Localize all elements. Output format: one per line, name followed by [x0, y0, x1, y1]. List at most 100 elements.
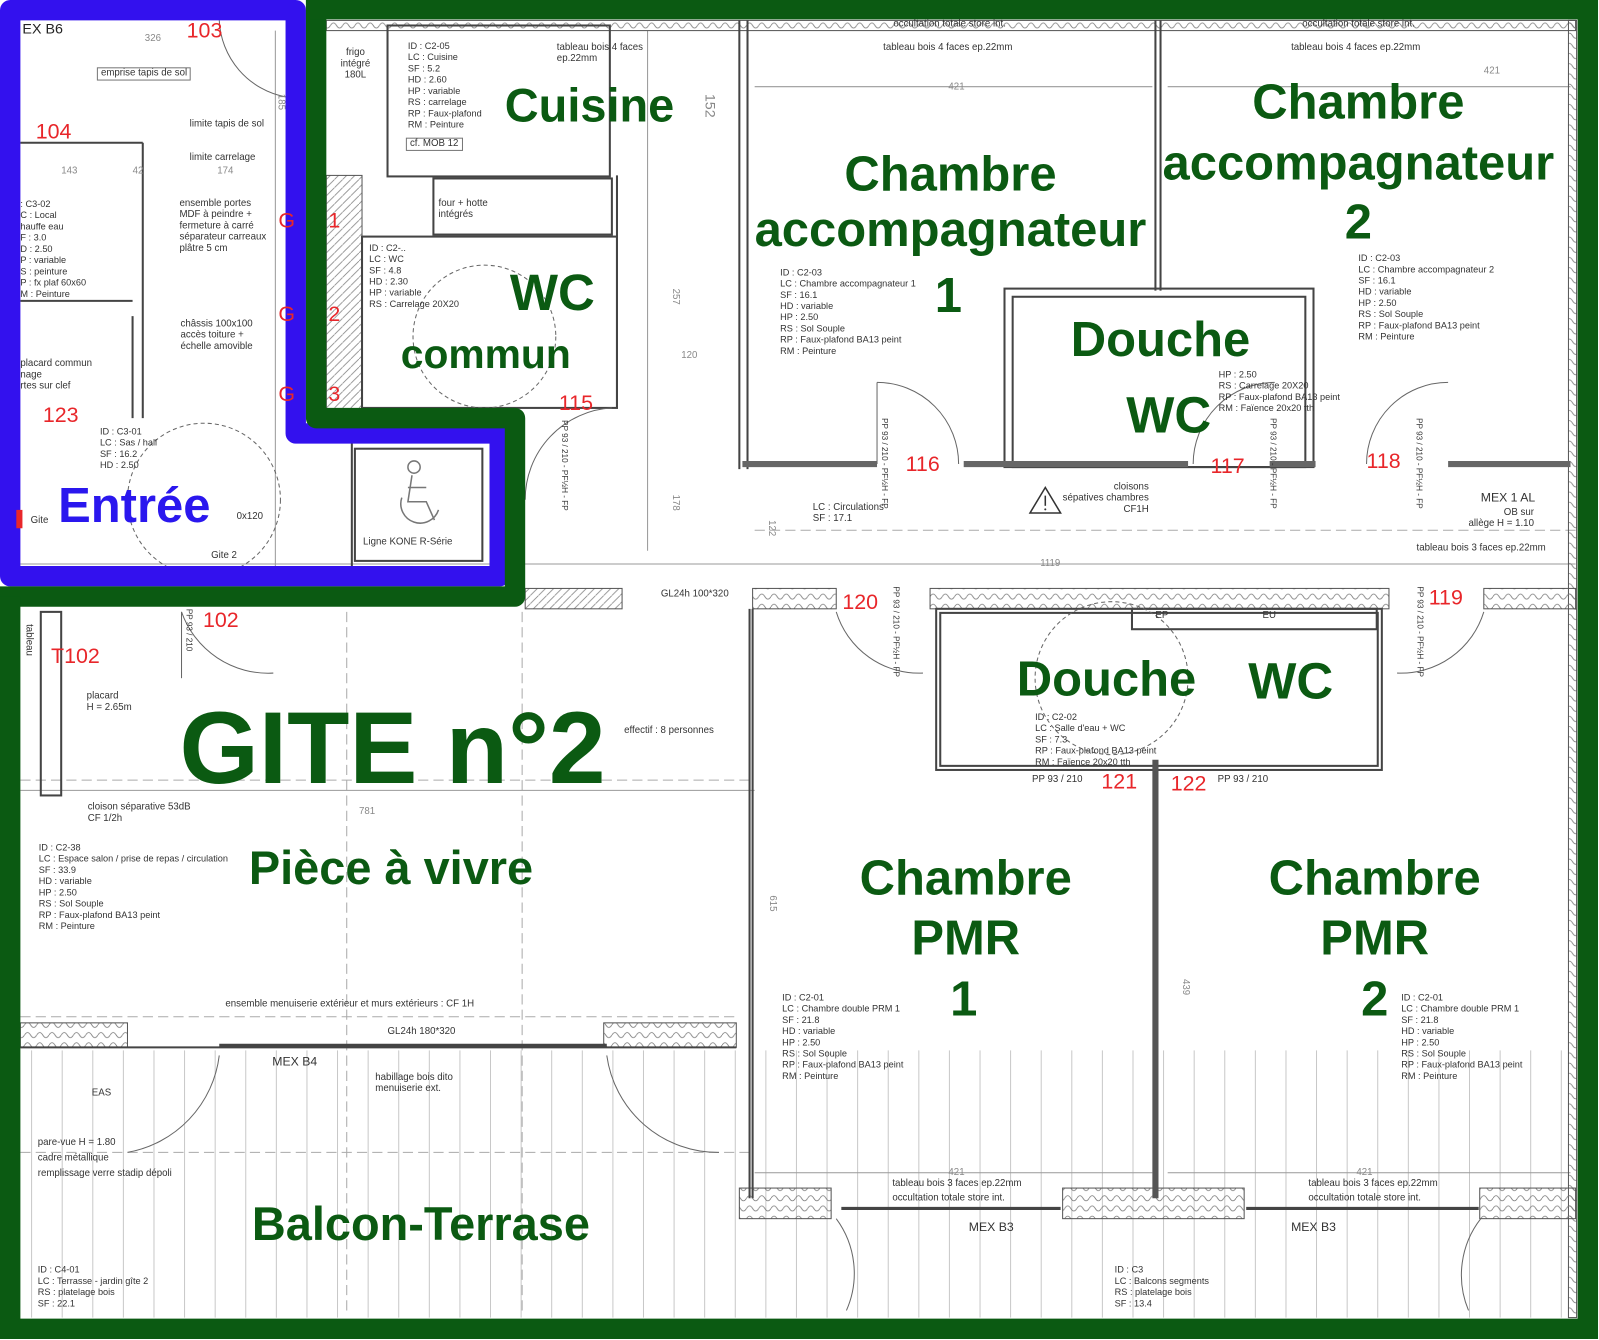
text-line: RS : Carrelage 20X20 — [369, 298, 459, 309]
door-number: 122 — [1170, 771, 1207, 796]
text-line: LC : Chambre accompagnateur 1 — [780, 278, 916, 289]
text-line: M : Peinture — [20, 288, 70, 299]
note-menuiserie: ensemble menuiserie extérieur et murs ex… — [225, 998, 475, 1010]
text-line: frigo — [345, 46, 365, 59]
dimension: 421 — [1356, 1166, 1373, 1178]
deck-boards — [22, 1050, 1576, 1318]
text-line: RM : Peinture — [780, 345, 837, 356]
text-line: SF : 4.8 — [369, 265, 402, 276]
text-line: RM : Peinture — [407, 119, 465, 130]
text-line: RS : platelage bois — [1114, 1286, 1192, 1298]
text-line: ID : C2-05 — [407, 40, 450, 51]
text-line: C : Local — [20, 210, 57, 221]
door-number: T102 — [50, 644, 100, 668]
text-line: HP : 2.50 — [1358, 297, 1397, 308]
text-line: sépatives chambres — [1062, 492, 1149, 504]
room-label-piece-a-vivre: Pièce à vivre — [248, 841, 534, 895]
entry-marker — [16, 509, 23, 529]
text-line: SF : 16.1 — [780, 289, 818, 300]
door-number: 102 — [202, 608, 239, 633]
text-line: HP : variable — [407, 85, 461, 96]
dimension: 421 — [948, 81, 965, 93]
door-tag: PP 93 / 210 - PF½H - FP — [891, 586, 901, 677]
dimension: 615 — [766, 895, 779, 912]
dimension-lines — [20, 30, 1576, 1174]
warning-icon — [1028, 485, 1062, 514]
text-line: ensemble portes — [179, 197, 252, 210]
text-line: RM : Faïence 20x20 tth — [1035, 756, 1131, 767]
text-line: SF : 16.2 — [99, 448, 138, 459]
room-label-chambre-acc-1: accompagnateur — [754, 202, 1147, 257]
text-line: F : 3.0 — [20, 232, 47, 243]
text-line: allège H = 1.10 — [1468, 517, 1534, 530]
text-line: RP : Faux-plafond BA13 peint — [1358, 320, 1480, 331]
door-number: 120 — [842, 590, 879, 614]
text-line: RS : Sol Souple — [780, 323, 845, 334]
text-line: HP : 2.50 — [782, 1037, 821, 1048]
dimension: 421 — [948, 1166, 965, 1178]
door-number: G — [278, 209, 296, 233]
dimension: 120 — [681, 349, 698, 362]
note-gite: Gite — [30, 514, 49, 527]
note-mob12: cf. MOB 12 — [405, 137, 463, 151]
room-label-chambre-pmr-2: 2 — [1361, 972, 1389, 1027]
text-line: : C3-02 — [20, 198, 51, 210]
room-label-cuisine: Cuisine — [504, 78, 675, 132]
text-line: LC : Balcons segments — [1114, 1275, 1210, 1286]
text-line: OB sur — [1503, 506, 1534, 519]
note-mex-b3: MEX B3 — [1291, 1219, 1336, 1234]
note-pp93: PP 93 / 210 — [1217, 774, 1269, 786]
text-line: ID : C2-02 — [1035, 711, 1077, 723]
text-line: ID : C2-01 — [782, 992, 825, 1003]
note-ep: EP — [1155, 609, 1169, 622]
text-line: ID : C3-01 — [99, 426, 142, 437]
text-line: ID : C2-38 — [38, 842, 81, 853]
door-number: 2 — [328, 302, 341, 327]
door-number: G — [278, 382, 296, 406]
text-line: remplissage verre stadip dépoli — [37, 1168, 172, 1180]
room-label-douche: Douche — [1016, 652, 1197, 707]
room-label-entree: Entrée — [58, 479, 211, 534]
text-line: ID : C2-03 — [1358, 252, 1401, 264]
dimension: 174 — [217, 165, 234, 177]
text-line: four + hotte — [438, 197, 488, 210]
note-tableau3: tableau bois 3 faces ep.22mm — [892, 1177, 1022, 1190]
door-number: 1 — [328, 209, 341, 233]
text-line: SF : 33.9 — [38, 864, 77, 875]
note-kone: Ligne KONE R-Série — [363, 536, 453, 548]
text-line: RP : Faux-plafond BA13 peint — [38, 909, 161, 920]
door-number: 3 — [328, 382, 341, 406]
text-line: RS : platelage bois — [37, 1286, 115, 1298]
text-line: MDF à peindre + — [179, 208, 252, 221]
text-line: intégrés — [438, 208, 473, 221]
note-occultation: occultation totale store int. — [1308, 1192, 1421, 1204]
text-line: cloison séparative 53dB — [87, 801, 191, 813]
door-tag: PP 93 / 210 - PF½H - FP — [1414, 418, 1424, 509]
text-line: RS : Sol Souple — [1401, 1048, 1467, 1059]
door-number: 117 — [1210, 454, 1245, 479]
text-line: fermeture à carré — [179, 220, 254, 232]
text-line: ep.22mm — [556, 52, 598, 65]
dimension: 185 — [275, 93, 287, 110]
text-line: HP : 2.50 — [780, 312, 819, 323]
text-line: 180L — [344, 69, 367, 81]
text-line: tableau bois 4 faces — [556, 41, 643, 54]
text-line: LC : WC — [369, 253, 404, 265]
door-number: 121 — [1101, 769, 1138, 794]
dimension: 143 — [61, 165, 78, 177]
dimension: 257 — [670, 288, 682, 305]
dimension: 439 — [1179, 979, 1192, 996]
note-occultation: occultation totale store int. — [893, 18, 1006, 30]
text-line: RS : Sol Souple — [38, 898, 104, 909]
text-line: HP : 2.50 — [1218, 369, 1257, 380]
note-emprise: emprise tapis de sol — [96, 67, 192, 81]
